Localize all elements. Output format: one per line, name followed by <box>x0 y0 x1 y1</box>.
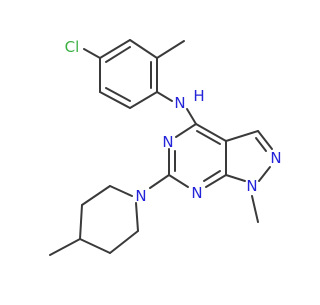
structure-svg: Cl N H N N N N N <box>49 38 282 256</box>
bond-ce-npip <box>109 185 133 197</box>
bond-c1-c2 <box>99 39 131 59</box>
amine-nitrogen-label: N <box>174 94 185 112</box>
piperidine-nitrogen-label: N <box>135 187 146 205</box>
bond-c4-c5 <box>129 91 158 109</box>
bond-c4a-c3 <box>225 130 259 142</box>
bond-c3-methyl <box>156 40 185 59</box>
atom-label-layer: Cl N H N N N N N <box>65 38 282 205</box>
bond-ca-cb <box>109 230 139 254</box>
bond-cc-methyl <box>49 238 81 256</box>
bond-c3-n2-inner <box>255 137 267 152</box>
bond-c5-c6 <box>99 91 131 109</box>
bond-cc-cd <box>79 204 83 240</box>
bond-cb-cc <box>79 238 111 254</box>
pyrimidine-n3-label: N <box>162 133 173 151</box>
pyrimidine-n1-label: N <box>191 184 202 202</box>
bond-c3-n2 <box>257 130 273 150</box>
bond-c4py-c4a <box>195 123 227 142</box>
bond-n1-methyl <box>251 195 259 223</box>
pyrazole-n1-label: N <box>246 177 257 195</box>
bond-c5-c6-inner <box>105 87 131 102</box>
bond-c4-nh <box>156 91 173 102</box>
bond-npip-ca <box>135 202 139 232</box>
bond-n1-c7a <box>225 174 246 182</box>
bond-n2-n1 <box>258 166 271 182</box>
bond-cd-ce <box>81 185 111 206</box>
molecule-diagram: Cl N H N N N N N <box>49 38 282 256</box>
bond-c4py-c4a-inner <box>196 130 221 145</box>
pyrazole-n2-label: N <box>270 149 281 167</box>
amine-hydrogen-label: H <box>193 87 204 105</box>
bond-n5-c4py <box>175 123 197 138</box>
bond-c7a-n7 <box>205 174 227 188</box>
bond-c7a-n7-inner <box>203 170 221 182</box>
bond-c2-c3 <box>129 39 158 59</box>
bond-nh-c4py <box>186 108 197 125</box>
chlorine-label: Cl <box>65 38 80 56</box>
bond-c1-cl <box>83 48 101 59</box>
bond-c1-c2-inner <box>105 46 131 63</box>
bond-c6-npip <box>149 174 170 189</box>
bond-layer <box>49 39 273 256</box>
bond-n7-c6 <box>168 174 189 188</box>
